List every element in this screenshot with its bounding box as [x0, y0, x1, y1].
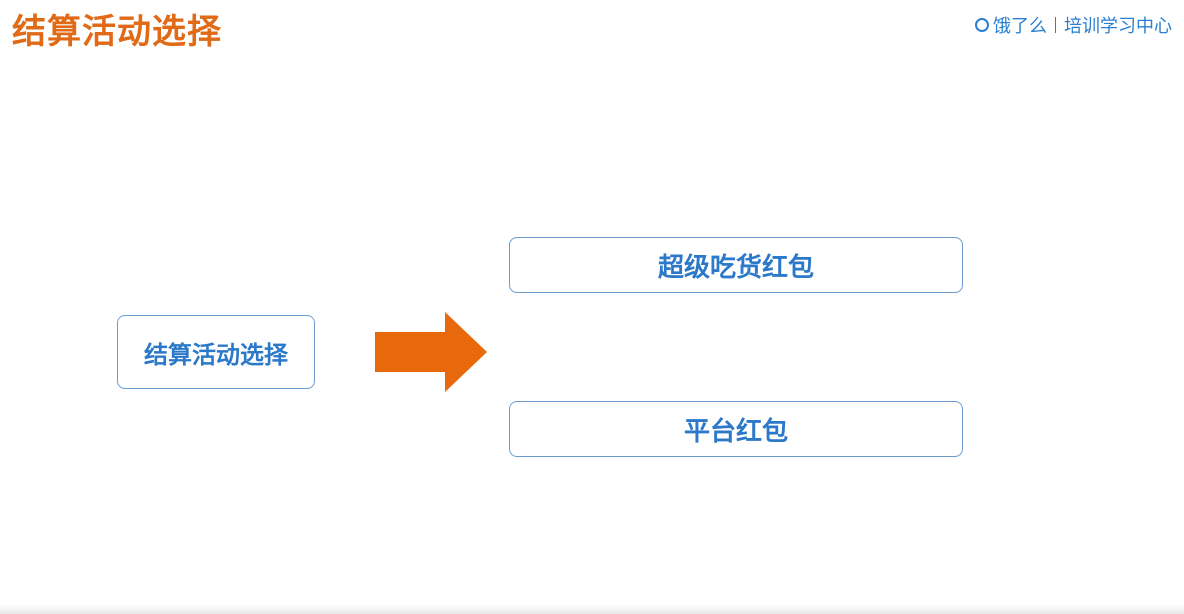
bottom-edge [0, 604, 1184, 614]
eleme-logo-icon [975, 18, 989, 32]
source-node-label: 结算活动选择 [144, 340, 288, 369]
option-label: 平台红包 [683, 416, 788, 447]
option-super-foodie-red-packet: 超级吃货红包 [509, 237, 963, 293]
right-arrow-icon [375, 312, 487, 392]
option-label: 超级吃货红包 [657, 252, 814, 283]
logo-divider [1055, 17, 1056, 33]
brand-subtitle: 培训学习中心 [1064, 16, 1172, 37]
brand-logo: 饿了么 培训学习中心 [975, 12, 1172, 38]
source-node: 结算活动选择 [117, 315, 315, 389]
page-title: 结算活动选择 [12, 12, 222, 52]
brand-name: 饿了么 [993, 16, 1047, 37]
option-platform-red-packet: 平台红包 [509, 401, 963, 457]
